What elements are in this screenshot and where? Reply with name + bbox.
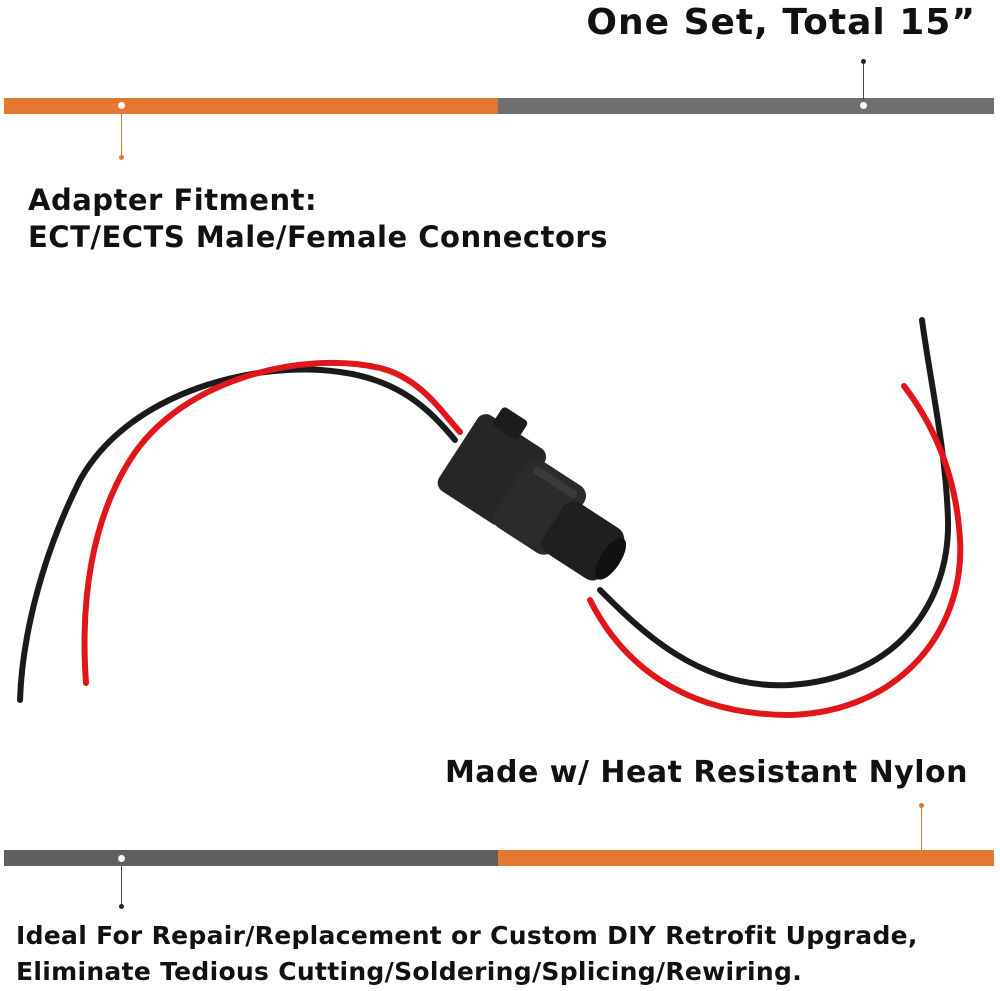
bottom-bar-left-dot [118, 855, 125, 862]
usage-leader-tip [119, 904, 124, 909]
title-leader-line [863, 62, 864, 100]
material-leader-tip [919, 803, 924, 808]
wire-harness-photo [17, 317, 964, 719]
fitment-line-1: Adapter Fitment: [28, 183, 318, 217]
fitment-caption: Adapter Fitment: ECT/ECTS Male/Female Co… [28, 182, 608, 256]
bottom-divider-bar [4, 850, 994, 866]
top-bar-left-dot [118, 102, 125, 109]
left-black-wire [17, 366, 458, 703]
top-bar-gray-segment [498, 98, 994, 114]
usage-caption: Ideal For Repair/Replacement or Custom D… [16, 918, 918, 990]
fitment-leader-tip [119, 155, 124, 160]
bottom-bar-orange-segment [498, 850, 994, 866]
right-red-wire [587, 383, 964, 719]
fitment-line-2: ECT/ECTS Male/Female Connectors [28, 220, 608, 254]
title-leader-tip [861, 59, 866, 64]
page-title: One Set, Total 15” [586, 2, 976, 43]
connector-body [437, 407, 627, 581]
left-red-wire [81, 360, 463, 686]
top-bar-right-dot [860, 102, 867, 109]
material-caption: Made w/ Heat Resistant Nylon [444, 755, 968, 790]
material-leader-line [921, 806, 922, 854]
usage-line-2: Eliminate Tedious Cutting/Soldering/Spli… [16, 957, 802, 986]
top-divider-bar [4, 98, 994, 114]
fitment-leader-line [121, 114, 122, 158]
right-black-wire [597, 317, 952, 689]
bottom-bar-gray-segment [4, 850, 498, 866]
usage-line-1: Ideal For Repair/Replacement or Custom D… [16, 921, 918, 950]
usage-leader-line [121, 866, 122, 906]
top-bar-orange-segment [4, 98, 498, 114]
